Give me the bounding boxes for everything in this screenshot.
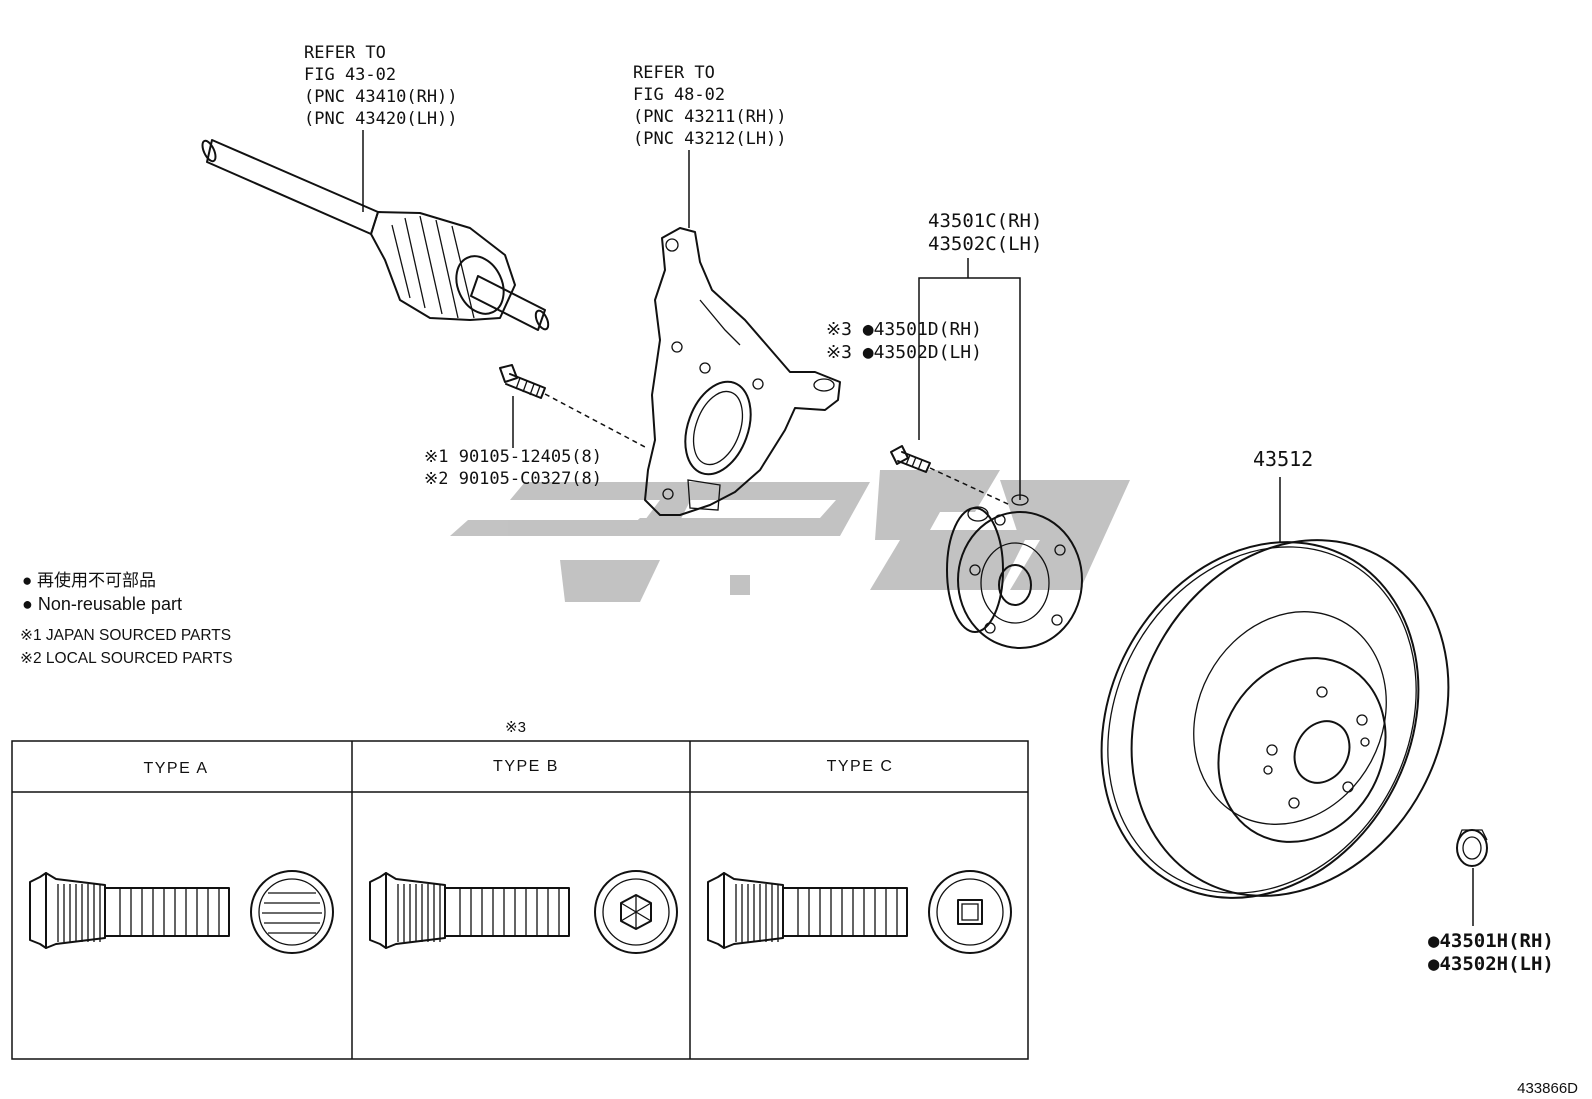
table-note: ※3 <box>505 719 526 736</box>
type-b-end-view <box>594 870 678 954</box>
type-a-stud <box>29 872 230 949</box>
callout-line: REFER TO <box>304 43 386 63</box>
leader-lines <box>362 130 1474 926</box>
knuckle-bolt <box>499 364 646 448</box>
hub-bolt-callout: ※3 ●43501D(RH) ※3 ●43502D(LH) <box>826 319 982 363</box>
callout-line: REFER TO <box>633 63 715 83</box>
callout-line: (PNC 43212(LH)) <box>633 129 787 149</box>
type-c-header: TYPE C <box>827 758 894 775</box>
knuckle-bolt-callout: ※1 90105-12405(8) ※2 90105-C0327(8) <box>424 447 602 489</box>
callout-line: (PNC 43410(RH)) <box>304 87 458 107</box>
watermark-logo <box>450 470 1130 602</box>
type-table: ※3 TYPE A TYPE B TYPE C <box>11 719 1029 1060</box>
part-number: ※2 90105-C0327(8) <box>424 469 602 489</box>
part-number: 43502C(LH) <box>928 233 1042 255</box>
callout-line: FIG 48-02 <box>633 85 725 105</box>
type-a-end-view <box>250 870 334 954</box>
type-b-stud <box>369 872 570 949</box>
hub-assembly <box>946 494 1083 649</box>
type-c-stud <box>707 872 908 949</box>
part-number: ●43501H(RH) <box>1428 930 1554 952</box>
legend-jp: ● 再使用不可部品 <box>22 570 156 590</box>
figure-code: 433866D <box>1517 1080 1578 1097</box>
hub-nut <box>1456 829 1488 867</box>
hub-assembly-callout: 43501C(RH) 43502C(LH) <box>928 210 1042 255</box>
part-number: ※3 ●43502D(LH) <box>826 342 982 363</box>
type-c-end-view <box>928 870 1012 954</box>
hub-nut-callout: ●43501H(RH) ●43502H(LH) <box>1428 930 1554 975</box>
type-b-header: TYPE B <box>493 758 559 775</box>
disc-part-number: 43512 <box>1253 447 1313 471</box>
callout-line: (PNC 43420(LH)) <box>304 109 458 129</box>
part-number: ※3 ●43501D(RH) <box>826 319 982 340</box>
type-a-header: TYPE A <box>143 760 208 777</box>
hub-bolt <box>890 445 1011 506</box>
legend-note-2: ※2 LOCAL SOURCED PARTS <box>20 650 233 667</box>
part-number: ●43502H(LH) <box>1428 953 1554 975</box>
callout-line: FIG 43-02 <box>304 65 396 85</box>
drive-shaft <box>201 139 550 331</box>
legend-en: ● Non-reusable part <box>22 594 182 614</box>
driveshaft-callout: REFER TO FIG 43-02 (PNC 43410(RH)) (PNC … <box>304 43 458 129</box>
legend-note-1: ※1 JAPAN SOURCED PARTS <box>20 627 231 644</box>
knuckle-callout: REFER TO FIG 48-02 (PNC 43211(RH)) (PNC … <box>633 63 787 149</box>
callout-line: (PNC 43211(RH)) <box>633 107 787 127</box>
steering-knuckle <box>644 227 841 516</box>
part-number: 43501C(RH) <box>928 210 1042 232</box>
brake-disc <box>1100 539 1450 899</box>
part-number: ※1 90105-12405(8) <box>424 447 602 467</box>
legend: ● 再使用不可部品 ● Non-reusable part ※1 JAPAN S… <box>20 570 233 667</box>
